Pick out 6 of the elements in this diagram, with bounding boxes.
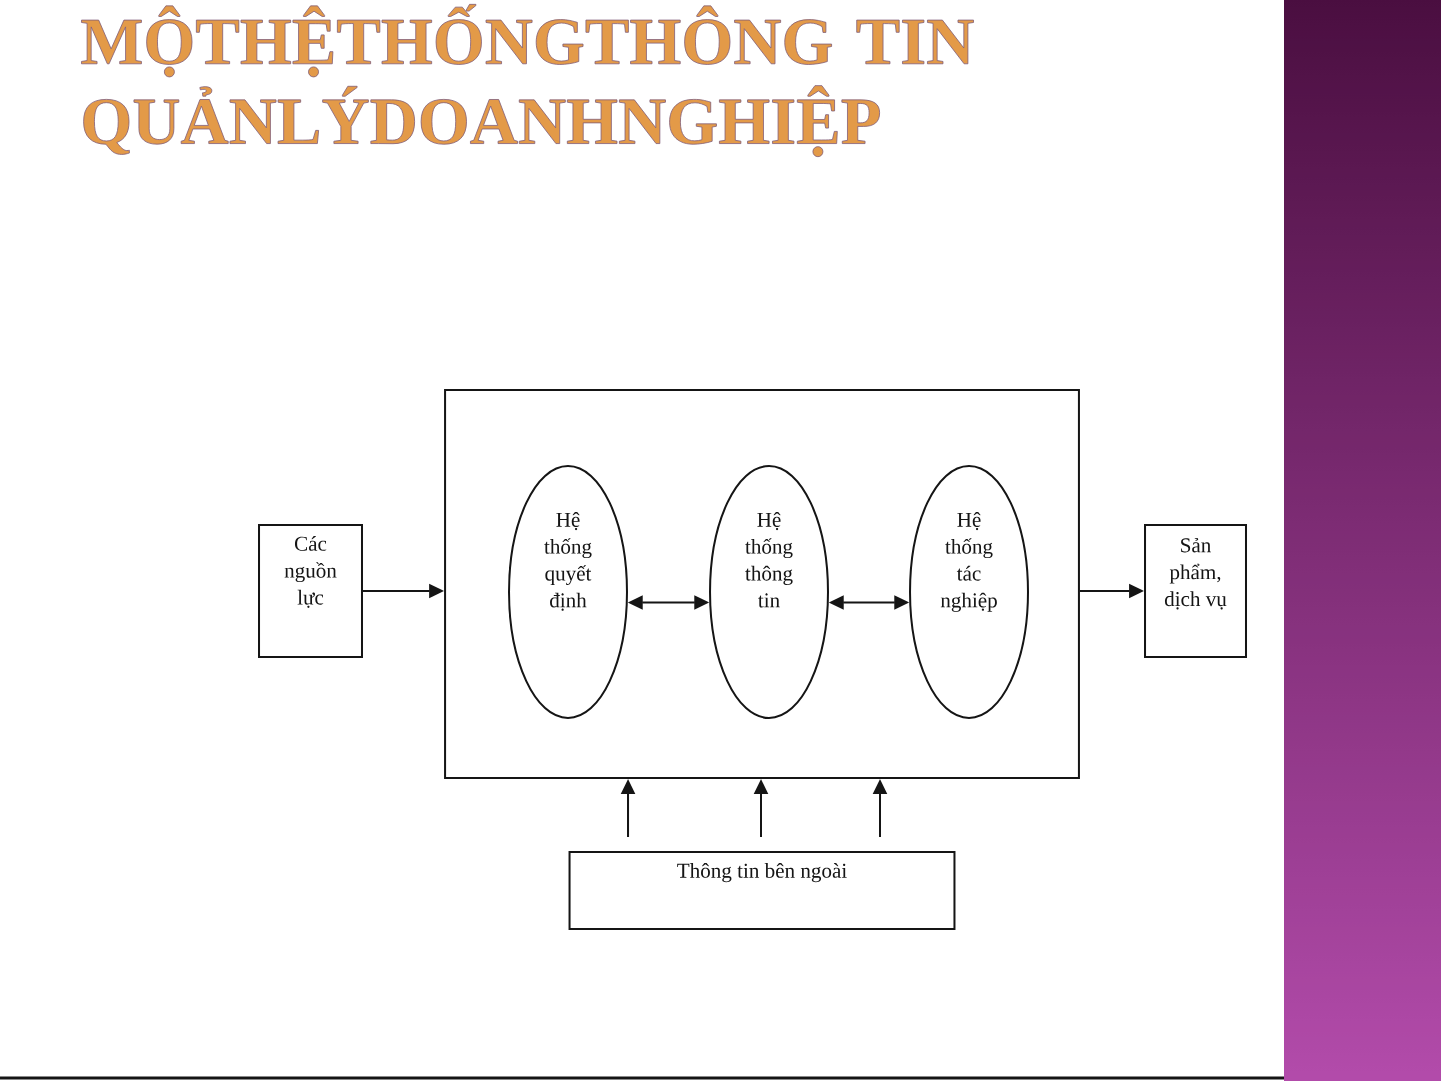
ellipse-node: Hệ thống thông tin xyxy=(709,465,829,719)
ellipse-node: Hệ thống tác nghiệp xyxy=(909,465,1029,719)
ellipse-node: Hệ thống quyết định xyxy=(508,465,628,719)
process-box: Sản phẩm, dịch vụ xyxy=(1144,524,1247,658)
process-box: Thông tin bên ngoài xyxy=(568,851,956,930)
process-box: Các nguồn lực xyxy=(258,524,363,658)
